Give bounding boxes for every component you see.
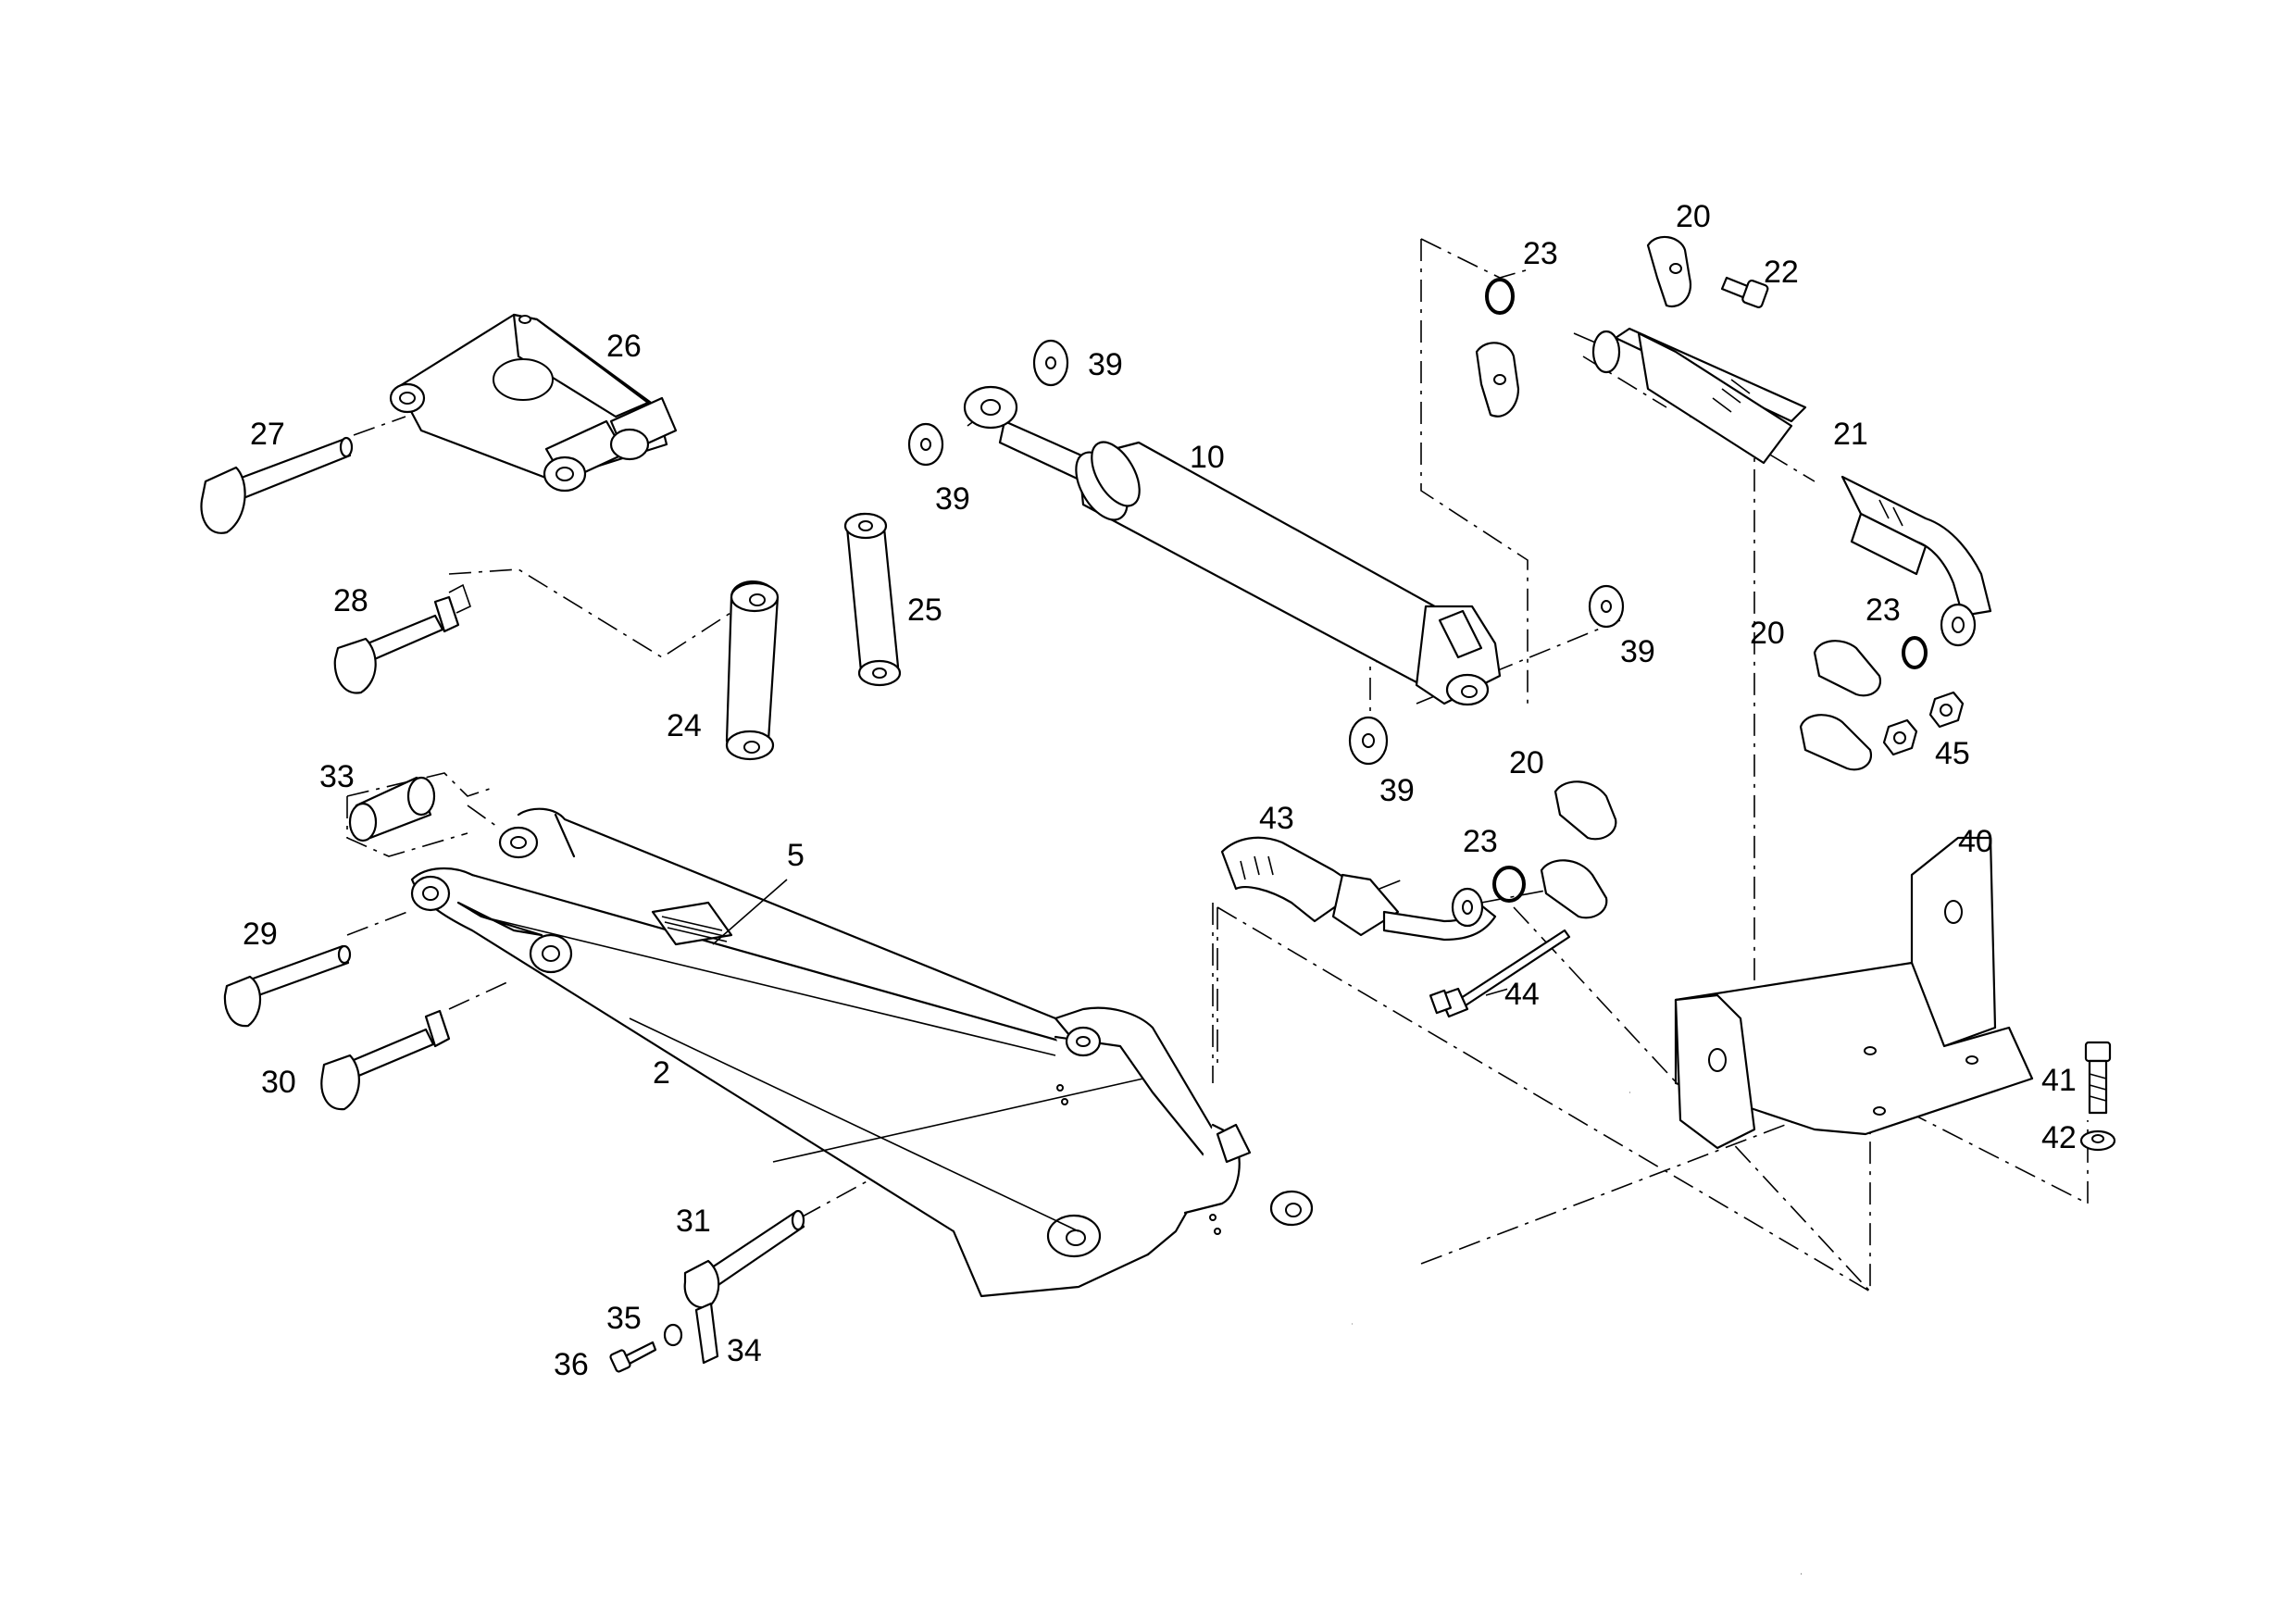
callout-29: 29 bbox=[243, 917, 278, 952]
callout-labels: 26 27 28 24 25 39 39 10 39 39 23 20 22 2… bbox=[243, 199, 2077, 1382]
callout-43: 43 bbox=[1259, 801, 1294, 836]
part-24-link bbox=[725, 580, 780, 761]
part-21-pipe bbox=[1591, 327, 1992, 647]
callout-20-right: 20 bbox=[1750, 616, 1785, 651]
callout-33: 33 bbox=[319, 759, 355, 794]
callout-40: 40 bbox=[1958, 824, 1993, 859]
callout-23-top: 23 bbox=[1523, 236, 1558, 271]
callout-42: 42 bbox=[2041, 1120, 2077, 1155]
part-27-pin bbox=[200, 436, 354, 534]
part-45-nuts bbox=[1882, 691, 1965, 756]
callout-26: 26 bbox=[606, 329, 642, 364]
part-23-o-ring-top bbox=[1485, 278, 1515, 315]
part-34-lock-plate bbox=[694, 1302, 719, 1365]
callout-41: 41 bbox=[2041, 1063, 2077, 1098]
callout-36: 36 bbox=[554, 1347, 589, 1382]
callout-31: 31 bbox=[676, 1204, 711, 1239]
part-40-mounting-bracket bbox=[1674, 836, 2034, 1150]
part-31-pin bbox=[683, 1209, 805, 1309]
callout-35: 35 bbox=[606, 1301, 642, 1336]
part-28-bolt bbox=[333, 583, 471, 694]
part-20-clamp-top bbox=[1475, 235, 1692, 418]
callout-27: 27 bbox=[250, 417, 285, 452]
callout-2: 2 bbox=[653, 1055, 670, 1091]
part-26-rocker-bracket bbox=[389, 313, 678, 493]
callout-21: 21 bbox=[1833, 417, 1868, 452]
callout-30: 30 bbox=[261, 1065, 296, 1100]
part-44-screw bbox=[1429, 929, 1571, 1018]
callout-24: 24 bbox=[667, 708, 702, 743]
callout-20-mid: 20 bbox=[1509, 745, 1544, 780]
part-20-clamp-mid bbox=[1540, 780, 1617, 919]
part-39-washers bbox=[907, 339, 1625, 766]
part-29-pin bbox=[223, 944, 352, 1028]
part-20-clamp-right bbox=[1799, 640, 1882, 771]
part-2-boom-arm bbox=[410, 807, 1314, 1298]
callout-44: 44 bbox=[1504, 977, 1540, 1012]
callout-39-right: 39 bbox=[1620, 634, 1655, 669]
part-23-o-ring-right bbox=[1902, 636, 1928, 669]
part-25-link bbox=[843, 512, 902, 687]
callout-25: 25 bbox=[907, 593, 942, 628]
part-10-hydraulic-cylinder bbox=[963, 385, 1502, 706]
part-41-bolt bbox=[2084, 1041, 2112, 1115]
part-22-screw bbox=[1720, 276, 1769, 308]
leader-lines bbox=[629, 879, 1144, 1232]
callout-45: 45 bbox=[1935, 736, 1970, 771]
part-42-washer bbox=[2079, 1129, 2116, 1152]
part-35-washer bbox=[663, 1323, 683, 1347]
part-23-o-ring-mid bbox=[1492, 866, 1526, 903]
part-30-bolt bbox=[320, 1009, 451, 1111]
callout-23-right: 23 bbox=[1866, 593, 1901, 628]
callout-39-bottom: 39 bbox=[1379, 773, 1415, 808]
callout-5: 5 bbox=[787, 838, 805, 873]
part-36-screw bbox=[609, 1341, 657, 1373]
callout-20-top: 20 bbox=[1676, 199, 1711, 234]
callout-34: 34 bbox=[727, 1333, 762, 1368]
callout-10: 10 bbox=[1190, 440, 1225, 475]
part-5-label-plate bbox=[651, 901, 733, 946]
callout-39-top: 39 bbox=[1088, 347, 1123, 382]
part-43-hose bbox=[1220, 836, 1497, 942]
callout-22: 22 bbox=[1764, 255, 1799, 290]
callout-39-left: 39 bbox=[935, 481, 970, 517]
part-33-bushing bbox=[348, 776, 436, 842]
callout-23-mid: 23 bbox=[1463, 824, 1498, 859]
callout-28: 28 bbox=[333, 583, 368, 618]
